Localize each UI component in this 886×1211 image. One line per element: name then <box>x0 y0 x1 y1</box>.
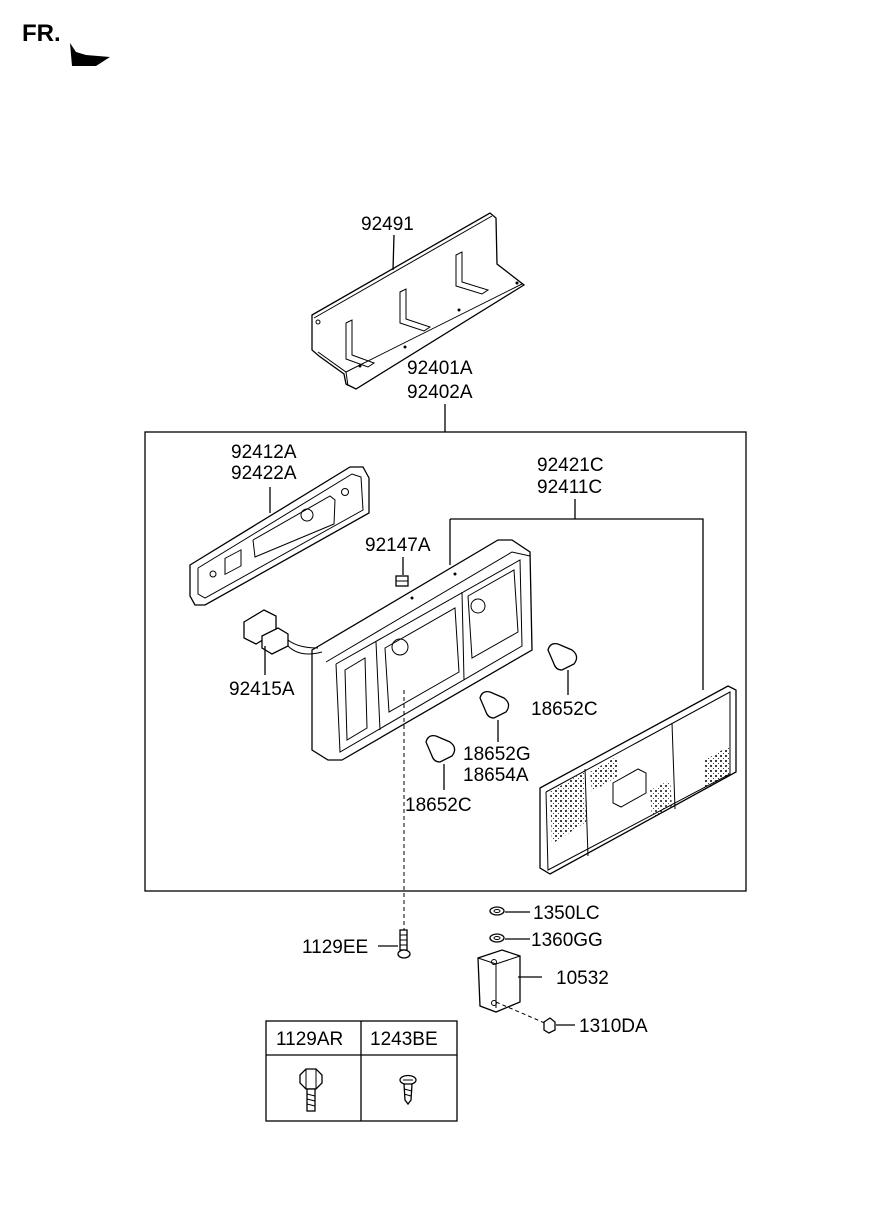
label-gasket-2: 92422A <box>231 463 297 484</box>
label-bulb-mid-2: 18654A <box>463 765 529 786</box>
nut-1350LC <box>489 906 505 916</box>
mount-bracket-10532 <box>477 949 542 1013</box>
bolt-1129AR-icon <box>299 1068 323 1112</box>
label-screw: 1129EE <box>302 937 368 958</box>
label-lens-2: 92411C <box>537 477 602 498</box>
label-bulb-left: 18652C <box>405 795 472 816</box>
bulb-left <box>425 734 456 790</box>
screw-1243BE-icon <box>399 1074 417 1106</box>
label-lamp-assy-1: 92401A <box>407 358 473 379</box>
bracket-92491 <box>311 212 526 390</box>
label-lens-1: 92421C <box>537 455 604 476</box>
label-clip: 92147A <box>365 535 431 556</box>
fastener-legend-table: 1129AR 1243BE <box>265 1020 458 1122</box>
lens-92421C <box>539 685 737 875</box>
bulb-right <box>547 642 578 695</box>
label-bulb-mid-1: 18652G <box>463 744 531 765</box>
front-label: FR. <box>22 20 61 47</box>
clip-92147A <box>395 575 409 587</box>
lamp-housing <box>311 519 533 761</box>
label-gasket-1: 92412A <box>231 442 297 463</box>
front-direction-indicator: FR. <box>22 20 110 66</box>
screw-1129EE <box>397 929 411 959</box>
assembly-frame <box>144 431 747 892</box>
label-mount-bracket: 10532 <box>556 968 609 989</box>
legend-header-2: 1243BE <box>370 1029 438 1050</box>
socket-92415A <box>243 609 323 675</box>
washer-1360GG <box>489 933 505 943</box>
front-arrow-icon <box>70 43 110 66</box>
label-lamp-assy-2: 92402A <box>407 382 473 403</box>
flange-nut-1310DA <box>543 1017 556 1034</box>
label-bracket: 92491 <box>361 214 414 235</box>
label-socket: 92415A <box>229 679 295 700</box>
label-bulb-right: 18652C <box>531 699 598 720</box>
label-flange-nut: 1310DA <box>579 1016 648 1037</box>
label-washer: 1360GG <box>531 930 603 951</box>
legend-header-1: 1129AR <box>276 1029 343 1050</box>
gasket-92412A <box>189 466 370 606</box>
label-nut: 1350LC <box>533 903 600 924</box>
bulb-middle <box>479 690 510 742</box>
